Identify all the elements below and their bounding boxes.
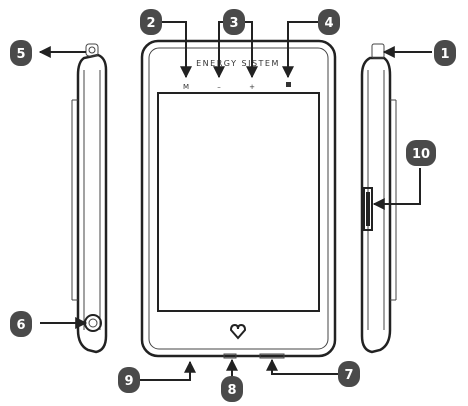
callout-1: 1 — [434, 40, 456, 66]
microsd-slot[interactable] — [363, 187, 373, 231]
power-switch[interactable] — [371, 43, 385, 59]
device-body — [140, 39, 337, 358]
callout-lines — [38, 21, 432, 381]
brand-logo-text: ENERGY SISTEM — [196, 59, 280, 68]
usb-port[interactable] — [223, 353, 237, 359]
callout-7: 7 — [338, 361, 360, 387]
svg-text:5: 5 — [16, 47, 25, 62]
card-slot-bottom[interactable] — [259, 353, 285, 359]
callout-6: 6 — [10, 311, 32, 337]
callout-4: 4 — [318, 9, 340, 35]
svg-text:9: 9 — [124, 374, 133, 389]
left-side-view — [71, 43, 108, 354]
callout-8: 8 — [221, 376, 243, 402]
svg-text:10: 10 — [412, 147, 430, 162]
svg-text:8: 8 — [227, 383, 236, 398]
svg-text:1: 1 — [440, 47, 449, 62]
screen — [157, 92, 320, 312]
callout-3: 3 — [223, 9, 245, 35]
volume-up-label: + — [249, 83, 255, 91]
volume-down-label: – — [217, 83, 221, 91]
energy-logo-icon — [229, 323, 247, 340]
svg-text:7: 7 — [344, 368, 353, 383]
svg-text:2: 2 — [146, 16, 155, 31]
svg-text:4: 4 — [324, 16, 333, 31]
callout-9: 9 — [118, 367, 140, 393]
right-side-view — [360, 43, 397, 354]
menu-button-label: M — [183, 83, 189, 91]
svg-text:3: 3 — [229, 16, 238, 31]
svg-text:6: 6 — [16, 318, 25, 333]
callout-2: 2 — [140, 9, 162, 35]
top-button[interactable] — [85, 43, 99, 57]
lock-icon — [286, 82, 291, 87]
callout-10: 10 — [406, 140, 436, 166]
front-view: ENERGY SISTEM M – + — [140, 39, 337, 359]
callout-5: 5 — [10, 40, 32, 66]
